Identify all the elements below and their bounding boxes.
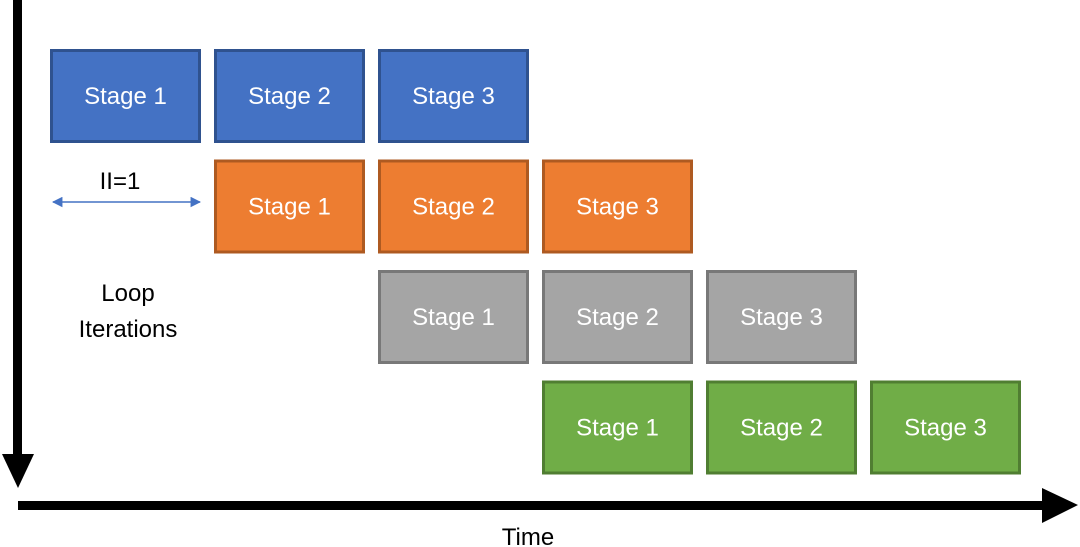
stage-box (542, 380, 693, 475)
time-axis-label: Time (502, 524, 554, 547)
stage-box (378, 159, 529, 254)
stage-label: Stage 1 (576, 415, 659, 442)
stage-box (706, 380, 857, 475)
stage-box (542, 270, 693, 364)
stage-label: Stage 2 (248, 83, 331, 110)
stage-box (214, 159, 365, 254)
iteration-row-2: Stage 1 Stage 2 Stage 3 (214, 159, 693, 254)
stage-label: Stage 3 (576, 194, 659, 221)
stage-label: Stage 3 (904, 415, 987, 442)
vertical-axis-arrow (2, 0, 34, 488)
stage-box (870, 380, 1021, 475)
stage-box (378, 270, 529, 364)
time-axis-line (18, 501, 1046, 510)
stage-label: Stage 1 (84, 83, 167, 110)
stage-label: Stage 1 (248, 194, 331, 221)
iteration-row-3: Stage 1 Stage 2 Stage 3 (378, 270, 857, 364)
time-axis-arrowhead (1042, 488, 1078, 523)
stage-label: Stage 3 (412, 83, 495, 110)
stage-box (214, 49, 365, 143)
stage-box (706, 270, 857, 364)
stage-box (542, 159, 693, 254)
stage-label: Stage 2 (740, 415, 823, 442)
stage-label: Stage 1 (412, 304, 495, 331)
stage-label: Stage 2 (412, 194, 495, 221)
iteration-row-4: Stage 1 Stage 2 Stage 3 (542, 380, 1021, 475)
iteration-row-1: Stage 1 Stage 2 Stage 3 (50, 49, 529, 143)
loop-iterations-label-line1: Loop (101, 280, 154, 307)
vertical-axis-line (13, 0, 22, 458)
vertical-axis-arrowhead (2, 454, 34, 488)
time-axis-arrow (18, 488, 1078, 523)
stage-box (378, 49, 529, 143)
stage-label: Stage 2 (576, 304, 659, 331)
loop-iterations-label-line2: Iterations (79, 316, 178, 343)
initiation-interval-label: II=1 (100, 168, 141, 195)
stage-label: Stage 3 (740, 304, 823, 331)
stage-box (50, 49, 201, 143)
